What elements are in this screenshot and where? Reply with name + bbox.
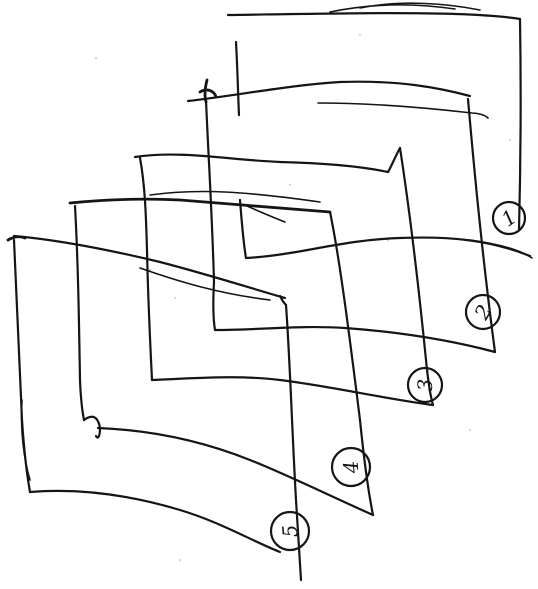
- badge-5: 5: [271, 512, 309, 550]
- badge-4-label: 4: [338, 460, 363, 476]
- badge-3-label: 3: [413, 379, 437, 392]
- sheet-5: [8, 236, 301, 580]
- sheet-3: [135, 148, 433, 405]
- badge-1-label: 1: [497, 205, 521, 232]
- badge-2-label: 2: [469, 300, 497, 324]
- badge-5-label: 5: [277, 524, 302, 539]
- badge-3: 3: [408, 368, 442, 402]
- sheet-1: [228, 3, 532, 258]
- sheet-2: [188, 80, 495, 352]
- badge-2: 2: [466, 295, 500, 329]
